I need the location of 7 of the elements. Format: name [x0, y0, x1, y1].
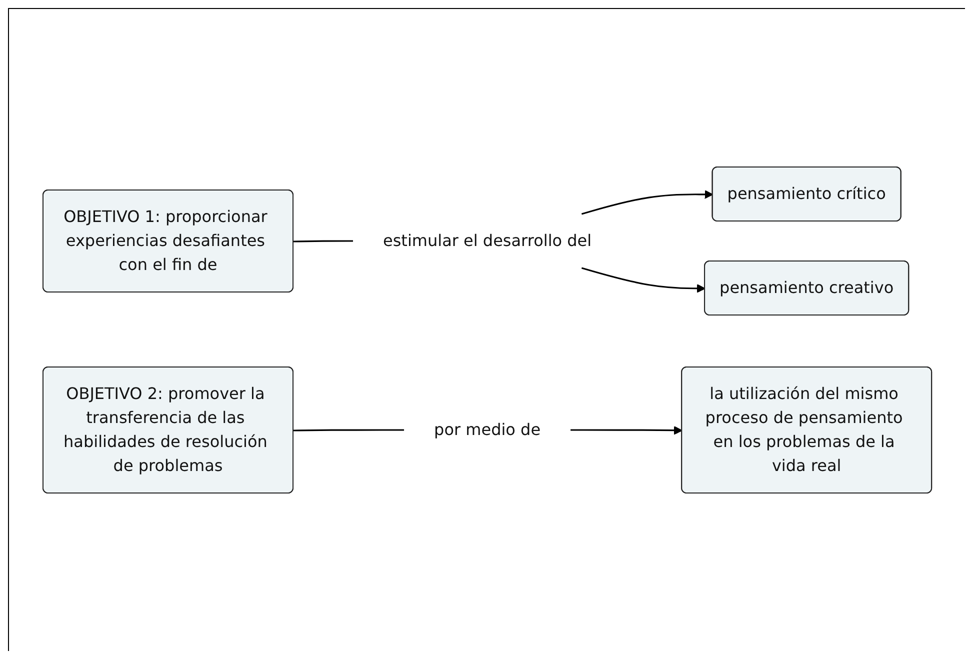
arrow [570, 426, 682, 435]
connector [293, 240, 353, 242]
arrow [581, 267, 706, 293]
node-text: estimular el desarrollo del [382, 231, 592, 250]
connector [293, 429, 404, 432]
arrow [581, 190, 713, 215]
node-text: por medio de [434, 420, 540, 439]
